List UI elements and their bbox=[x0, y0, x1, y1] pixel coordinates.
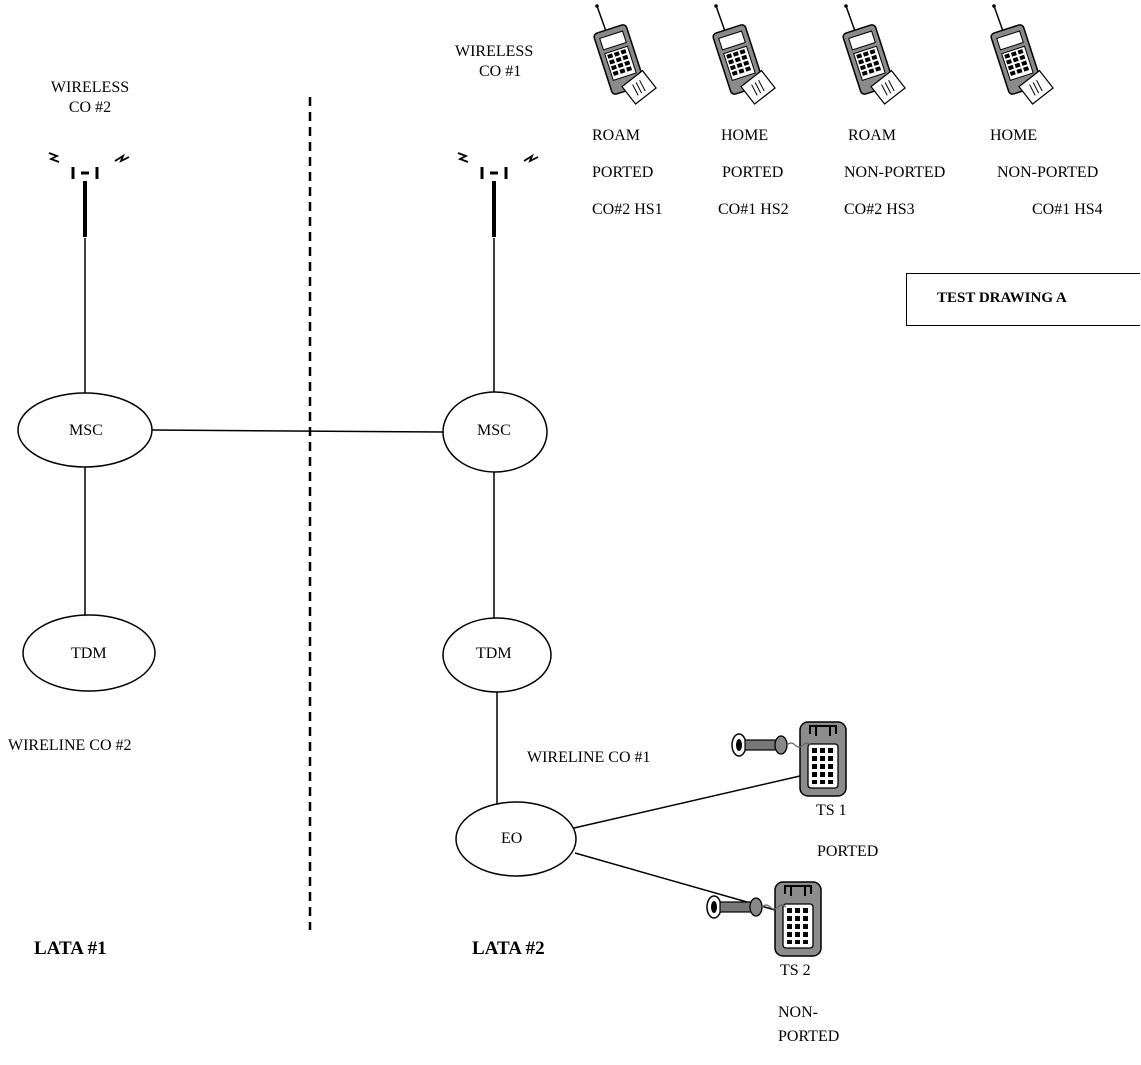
wireless-co1-line1-text: WIRELESS bbox=[455, 43, 534, 60]
desk-phone-icon bbox=[774, 881, 822, 957]
handset-2-status: PORTED bbox=[722, 164, 784, 181]
handset-4-id: CO#1 HS4 bbox=[1032, 201, 1103, 218]
tdm-left-label: TDM bbox=[71, 645, 107, 662]
msc-left-label: MSC bbox=[69, 422, 103, 439]
ts2-id: TS 2 bbox=[780, 962, 811, 979]
eo-label: EO bbox=[501, 830, 523, 847]
wireless-co1-title: WIRELESS CO #1 bbox=[455, 42, 533, 82]
wireless-co2-label: WIRELESS CO #2 bbox=[45, 78, 135, 118]
ts1-status: PORTED bbox=[817, 843, 879, 860]
tdm-node-left bbox=[22, 614, 156, 692]
cell-phone-icon bbox=[711, 3, 779, 111]
cell-phone-icon bbox=[592, 3, 660, 111]
wireline-co2-label: WIRELINE CO #2 bbox=[8, 737, 132, 754]
ts2-status-line1: NON- bbox=[778, 1004, 818, 1021]
handset-2-mode: HOME bbox=[721, 127, 769, 144]
handset-receiver-icon bbox=[706, 895, 787, 919]
msc-trunk-line bbox=[150, 429, 445, 433]
test-drawing-box: TEST DRAWING A bbox=[906, 273, 1140, 326]
handset-3-id: CO#2 HS3 bbox=[844, 201, 915, 218]
handset-1-id: CO#2 HS1 bbox=[592, 201, 663, 218]
handset-1-status: PORTED bbox=[592, 164, 654, 181]
ts1-id: TS 1 bbox=[816, 802, 847, 819]
link-line bbox=[573, 775, 801, 829]
tdm-node-right bbox=[442, 617, 552, 693]
desk-phone-icon bbox=[799, 721, 847, 797]
cell-phone-icon bbox=[989, 3, 1057, 111]
test-drawing-label: TEST DRAWING A bbox=[937, 290, 1067, 306]
msc-right-label: MSC bbox=[477, 422, 511, 439]
handset-1-mode: ROAM bbox=[592, 127, 641, 144]
wireless-co1-line2: CO #1 bbox=[479, 63, 522, 80]
handset-4-status: NON-PORTED bbox=[997, 164, 1099, 181]
wireless-co2-line2: CO #2 bbox=[68, 99, 112, 116]
handset-receiver-icon bbox=[731, 733, 812, 757]
lata-1-label: LATA #1 bbox=[34, 938, 107, 959]
wireless-co2-line1: WIRELESS bbox=[50, 79, 130, 96]
handset-3-status: NON-PORTED bbox=[844, 164, 946, 181]
link-line bbox=[574, 852, 776, 911]
msc-node-right bbox=[442, 391, 548, 473]
tdm-right-label: TDM bbox=[476, 645, 512, 662]
ts2-status-line2: PORTED bbox=[778, 1028, 840, 1045]
handset-3-mode: ROAM bbox=[848, 127, 897, 144]
antenna-icon bbox=[47, 151, 131, 239]
wireline-co1-label: WIRELINE CO #1 bbox=[527, 749, 651, 766]
cell-phone-icon bbox=[841, 3, 909, 111]
antenna-icon bbox=[456, 151, 540, 239]
handset-4-mode: HOME bbox=[990, 127, 1038, 144]
handset-2-id: CO#1 HS2 bbox=[718, 201, 789, 218]
msc-node-left bbox=[17, 392, 153, 468]
lata-2-label: LATA #2 bbox=[472, 938, 545, 959]
eo-node bbox=[455, 801, 577, 877]
ts2-status: NON- PORTED bbox=[778, 1001, 839, 1049]
